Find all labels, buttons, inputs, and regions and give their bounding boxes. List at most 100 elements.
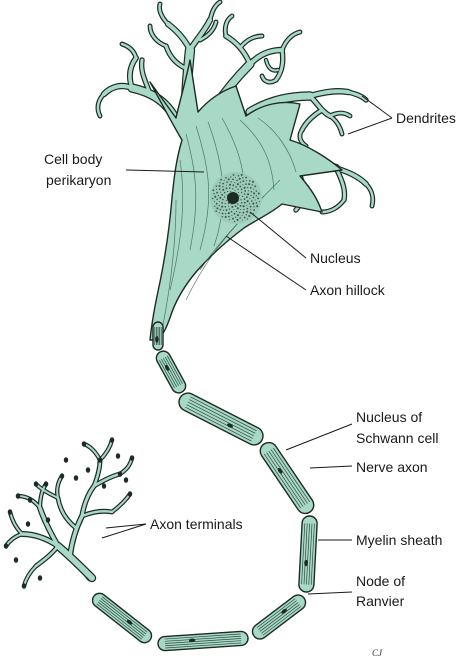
dendrite-branch bbox=[274, 48, 285, 82]
axon-terminal-bouton bbox=[63, 457, 69, 463]
label-ranvier: Ranvier bbox=[356, 593, 405, 609]
nucleus-stipple-dot bbox=[225, 176, 227, 179]
nucleus-stipple-dot bbox=[253, 188, 255, 190]
nucleus-stipple-dot bbox=[224, 202, 226, 205]
nucleus-stipple-dot bbox=[226, 194, 228, 196]
nucleus-stipple-dot bbox=[226, 190, 229, 193]
nucleus-stipple-dot bbox=[242, 177, 244, 179]
myelin-segment-line bbox=[102, 596, 148, 633]
nucleus-stipple-dot bbox=[222, 182, 225, 185]
label-axon-terminals: Axon terminals bbox=[150, 516, 243, 532]
nucleus-stipple-dot bbox=[242, 211, 245, 214]
schwann-nucleus bbox=[227, 423, 233, 428]
nucleus-stipple-dot bbox=[250, 194, 252, 197]
dendrite-branch bbox=[238, 34, 264, 50]
nucleus-stipple-dot bbox=[215, 185, 218, 187]
nucleus-stipple-dot bbox=[213, 200, 215, 202]
nucleus-stipple-dot bbox=[239, 204, 242, 207]
axon-terminal-bouton bbox=[45, 517, 51, 523]
dendrite-branch bbox=[102, 84, 134, 96]
nucleus-stipple-dot bbox=[247, 186, 249, 189]
nucleus-stipple-dot bbox=[232, 188, 234, 190]
nucleus-stipple-dot bbox=[241, 219, 243, 221]
nucleus-stipple-dot bbox=[218, 188, 221, 190]
dendrite-branch bbox=[300, 108, 324, 132]
axon-terminal-branch-outline bbox=[55, 495, 79, 531]
myelin-segment bbox=[91, 592, 153, 644]
nucleus-stipple-dot bbox=[219, 208, 222, 211]
nucleus-stipple-dot bbox=[245, 183, 247, 185]
nucleus-stipple-dot bbox=[248, 180, 251, 182]
myelin-segment-line bbox=[261, 604, 300, 634]
label-myelin-sheath: Myelin sheath bbox=[356, 532, 442, 548]
myelin-segment bbox=[152, 321, 164, 351]
myelin-segment bbox=[251, 594, 307, 640]
nucleus-stipple-dot bbox=[240, 188, 243, 191]
dendrite-branch bbox=[308, 94, 332, 118]
nucleus-stipple-dot bbox=[216, 207, 219, 210]
nucleus-stipple-dot bbox=[225, 187, 228, 190]
nucleus-stipple-dot bbox=[242, 205, 245, 208]
dendrite-branch bbox=[260, 74, 278, 84]
axon-terminal-tree bbox=[3, 437, 135, 589]
nucleus-stipple-dot bbox=[221, 205, 224, 208]
myelin-segment-line bbox=[100, 598, 147, 635]
myelin-segment-line bbox=[164, 638, 242, 644]
nucleus-stipple-dot bbox=[233, 208, 235, 211]
nucleus-stipple-dot bbox=[225, 213, 227, 215]
nucleus-stipple-dot bbox=[240, 191, 243, 194]
nucleus-stipple-dot bbox=[221, 216, 223, 218]
nucleus-stipple-dot bbox=[252, 212, 255, 214]
myelinated-axon bbox=[82, 321, 318, 652]
nucleus-stipple-dot bbox=[243, 201, 246, 204]
axon-terminal-bouton bbox=[117, 471, 123, 477]
nucleus-stipple-dot bbox=[239, 185, 242, 188]
nucleus-stipple-dot bbox=[218, 200, 220, 203]
nucleus-stipple-dot bbox=[244, 190, 247, 192]
axon-terminal-bouton bbox=[15, 493, 21, 499]
nucleus-stipple-dot bbox=[220, 178, 223, 181]
nucleus-stipple-dot bbox=[240, 208, 242, 211]
nucleus-stipple-dot bbox=[246, 205, 248, 207]
dendrite-branch bbox=[128, 56, 138, 90]
nucleus bbox=[210, 172, 262, 224]
nucleus-stipple-dot bbox=[251, 200, 253, 202]
myelin-segment-line bbox=[186, 404, 253, 439]
axon-terminal-bouton bbox=[101, 483, 107, 489]
axon-terminal-bouton bbox=[109, 437, 115, 443]
nucleus-stipple-dot bbox=[237, 203, 239, 205]
nucleus-stipple-dot bbox=[242, 180, 245, 183]
nucleus-stipple-dot bbox=[215, 202, 218, 205]
nucleus-stipple-dot bbox=[258, 201, 260, 203]
nucleus-stipple-dot bbox=[219, 182, 221, 184]
myelin-segment bbox=[155, 350, 187, 394]
dendrite-branch bbox=[96, 92, 106, 118]
nucleus-stipple-dot bbox=[234, 182, 236, 184]
myelin-segment-line bbox=[308, 523, 313, 585]
nucleus-stipple-dot bbox=[234, 205, 237, 208]
axon-terminal-bouton bbox=[37, 575, 43, 581]
nucleus-stipple-dot bbox=[236, 179, 238, 182]
axon-terminal-bouton bbox=[115, 453, 121, 459]
schwann-nucleus bbox=[188, 638, 196, 643]
dendrite-branch bbox=[148, 24, 168, 48]
nucleus-stipple-dot bbox=[232, 173, 235, 176]
nucleus-stipple-dot bbox=[237, 188, 239, 190]
label-nerve-axon: Nerve axon bbox=[356, 459, 428, 475]
nucleus-stipple-dot bbox=[249, 198, 251, 200]
myelin-segment bbox=[298, 515, 318, 593]
nucleus-stipple-dot bbox=[236, 183, 239, 186]
dendrite-branch bbox=[140, 58, 152, 96]
dendrite-branch bbox=[224, 14, 234, 38]
artist-signature: CJ bbox=[372, 648, 383, 658]
nucleus-stipple-dot bbox=[243, 198, 246, 200]
nucleus-stipple-dot bbox=[227, 212, 230, 215]
myelin-segment-line bbox=[161, 359, 177, 388]
nucleus-stipple-dot bbox=[221, 201, 224, 204]
nucleus-stipple-dot bbox=[216, 191, 219, 194]
nucleus-stipple-dot bbox=[249, 186, 252, 189]
myelin-segment bbox=[178, 392, 264, 446]
nucleus-stipple-dot bbox=[238, 177, 241, 180]
nucleus-stipple-dot bbox=[226, 181, 228, 183]
nucleus-stipple-dot bbox=[228, 208, 231, 210]
